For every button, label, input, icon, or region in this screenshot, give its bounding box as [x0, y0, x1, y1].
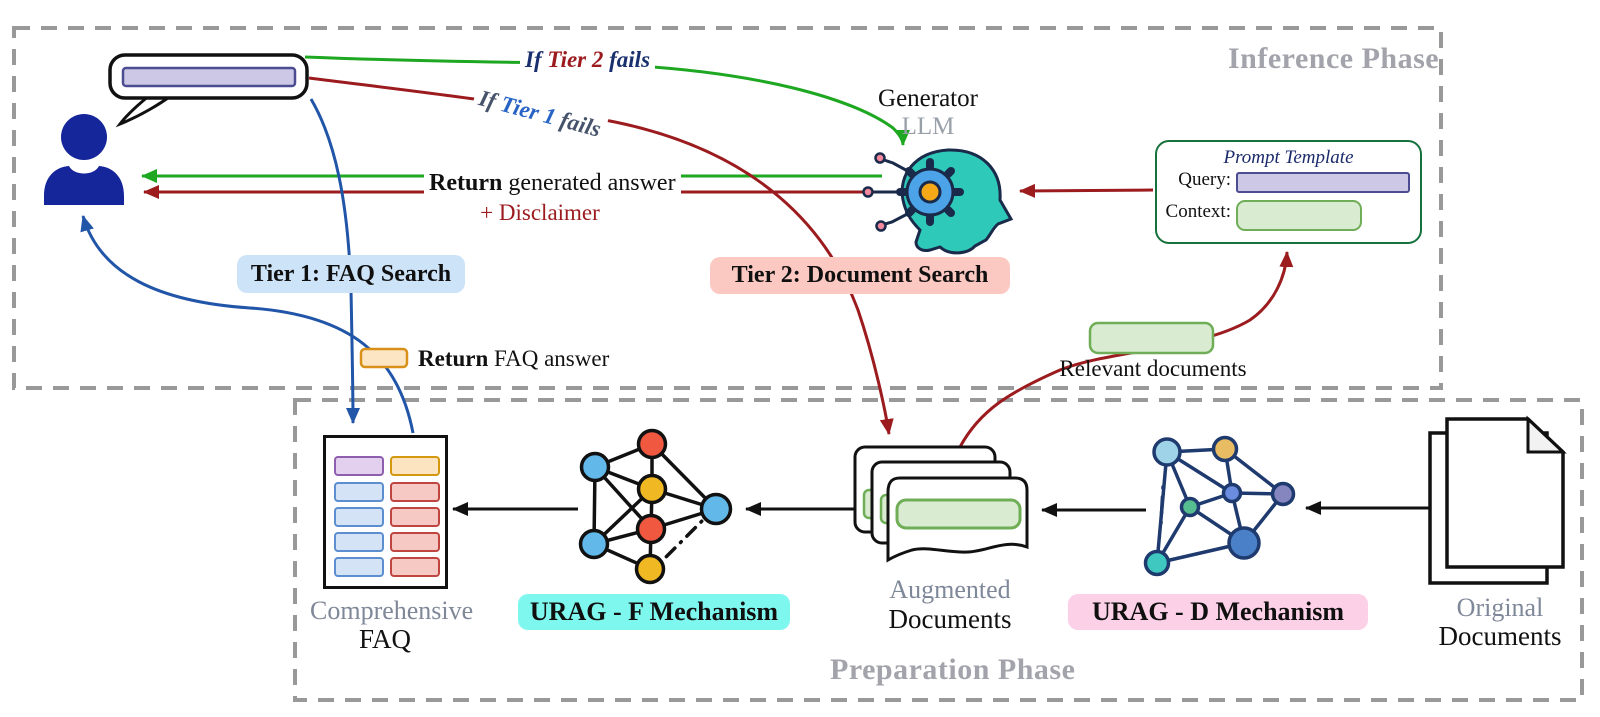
augmented-caption: Augmented	[889, 575, 1011, 604]
urag-f-graph-icon	[578, 428, 733, 585]
generator-llm-icon	[862, 148, 1014, 255]
faq-question-bar	[334, 557, 384, 577]
inference-phase-frame	[12, 26, 1443, 390]
faq-answer-bar	[390, 456, 440, 476]
context-label: Context:	[1165, 201, 1231, 222]
generated-answer-words: generated answer	[502, 170, 676, 196]
prompt-template-box: Prompt Template Query: Context:	[1155, 140, 1422, 244]
augmented-documents-caption: Documents	[888, 604, 1012, 634]
context-value-bar	[1236, 200, 1362, 231]
return-generated-answer-label: Return generated answer	[424, 170, 681, 197]
inference-phase-title: Inference Phase	[1228, 42, 1440, 75]
gear-icon	[896, 158, 964, 226]
speech-bubble	[108, 53, 309, 128]
urag-d-mechanism-badge: URAG - D Mechanism	[1068, 594, 1368, 630]
comprehensive-faq-box	[323, 435, 448, 589]
original-documents-caption: Documents	[1438, 621, 1562, 651]
faq-answer-words: FAQ answer	[488, 346, 610, 371]
comprehensive-caption: Comprehensive	[310, 596, 474, 625]
faq-answer-bar	[390, 482, 440, 502]
tier2-word: Tier 2	[547, 47, 604, 72]
llm-label: LLM	[901, 113, 955, 140]
relevant-documents-label: Relevant documents	[1059, 356, 1247, 381]
flow-arrows	[80, 55, 1432, 517]
return-word: Return	[418, 346, 489, 371]
preparation-phase-title: Preparation Phase	[830, 653, 1076, 686]
return-faq-answer-label: Return FAQ answer	[418, 346, 609, 372]
faq-question-bar	[334, 482, 384, 502]
prompt-to-generator-arrow	[1019, 183, 1154, 198]
faq-answer-bar	[390, 532, 440, 552]
urag-f-mechanism-badge: URAG - F Mechanism	[518, 594, 790, 630]
tier1-faq-search-badge: Tier 1: FAQ Search	[237, 255, 465, 293]
relevant-documents-bar	[1088, 321, 1215, 355]
urag-d-graph-icon	[1143, 435, 1296, 577]
disclaimer-label: + Disclaimer	[480, 200, 600, 225]
if-word: If	[525, 47, 548, 72]
preparation-phase-frame	[293, 398, 1584, 702]
faq-to-user-arrow	[80, 215, 415, 434]
user-icon	[44, 114, 124, 205]
if-tier2-fails-label: If Tier 2 fails	[520, 47, 656, 73]
query-value-bar	[1236, 172, 1410, 193]
if-tier2-fails-arrow	[304, 55, 910, 146]
faq-question-bar	[334, 507, 384, 527]
faq-answer-bar	[390, 557, 440, 577]
fails-word: fails	[603, 47, 651, 72]
original-caption: Original	[1456, 593, 1544, 622]
if-tier1-fails-arrow	[308, 76, 894, 435]
faq-question-bar	[334, 532, 384, 552]
faq-caption: FAQ	[358, 624, 411, 654]
original-documents-icon	[1428, 415, 1567, 585]
user-query-bar	[121, 66, 297, 88]
faq-answer-bar	[359, 347, 409, 369]
query-label: Query:	[1178, 169, 1231, 190]
tier2-document-search-badge: Tier 2: Document Search	[710, 257, 1010, 294]
return-word: Return	[429, 170, 503, 196]
augmented-documents-icon	[853, 445, 1029, 563]
faq-question-bar	[334, 456, 384, 476]
faq-answer-bar	[390, 507, 440, 527]
generator-label: Generator	[878, 85, 978, 112]
prompt-template-title: Prompt Template	[1223, 147, 1354, 168]
